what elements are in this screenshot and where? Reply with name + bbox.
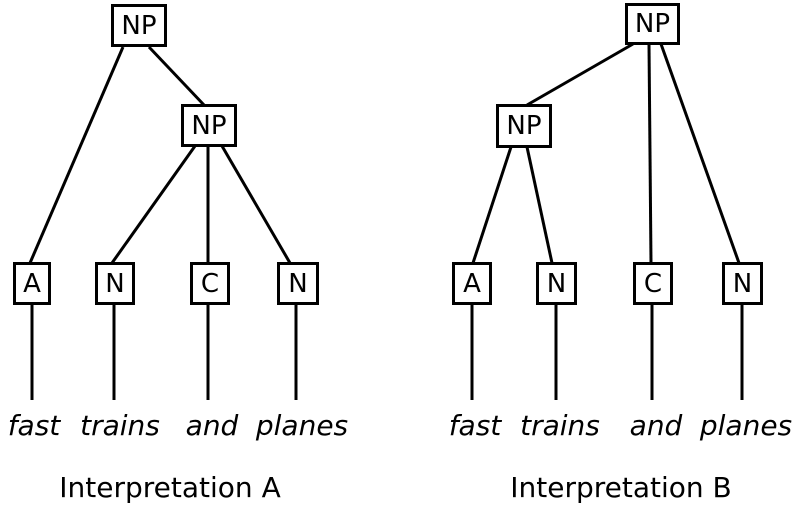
word-trains-a: trains bbox=[80, 409, 160, 442]
node-np-inner-b: NP bbox=[496, 104, 552, 148]
edge-a-inner-to-n1 bbox=[110, 145, 197, 264]
edge-b-inner-to-n1 bbox=[525, 146, 554, 264]
node-np-root-b: NP bbox=[625, 3, 680, 45]
node-n-leaf1-a: N bbox=[95, 262, 135, 305]
node-c-leaf-a: C bbox=[190, 262, 230, 305]
edge-b-root-to-c bbox=[647, 43, 653, 264]
node-a-leaf-adj-b: A bbox=[452, 262, 492, 305]
node-np-root-a: NP bbox=[111, 4, 167, 47]
word-planes-b: planes bbox=[699, 409, 793, 442]
node-n-leaf2-b: N bbox=[722, 262, 763, 305]
caption-interpretation-a: Interpretation A bbox=[59, 471, 281, 504]
word-fast-a: fast bbox=[7, 409, 61, 442]
node-n-leaf1-b: N bbox=[536, 262, 577, 305]
word-fast-b: fast bbox=[448, 409, 502, 442]
edge-b-root-to-inner bbox=[526, 42, 634, 107]
node-np-inner-a: NP bbox=[181, 104, 237, 147]
word-and-a: and bbox=[185, 409, 239, 442]
word-trains-b: trains bbox=[520, 409, 600, 442]
edge-a-root-to-a bbox=[28, 46, 125, 264]
edge-b-inner-to-a bbox=[471, 146, 513, 264]
caption-interpretation-b: Interpretation B bbox=[510, 471, 732, 504]
node-c-leaf-b: C bbox=[633, 262, 673, 305]
node-a-leaf-adj-a: A bbox=[13, 262, 51, 305]
node-n-leaf2-a: N bbox=[277, 262, 319, 305]
word-and-b: and bbox=[629, 409, 683, 442]
edge-a-root-to-inner bbox=[147, 45, 206, 107]
word-planes-a: planes bbox=[255, 409, 349, 442]
edge-b-root-to-n2 bbox=[659, 43, 741, 264]
edge-a-inner-to-n2 bbox=[220, 145, 292, 264]
